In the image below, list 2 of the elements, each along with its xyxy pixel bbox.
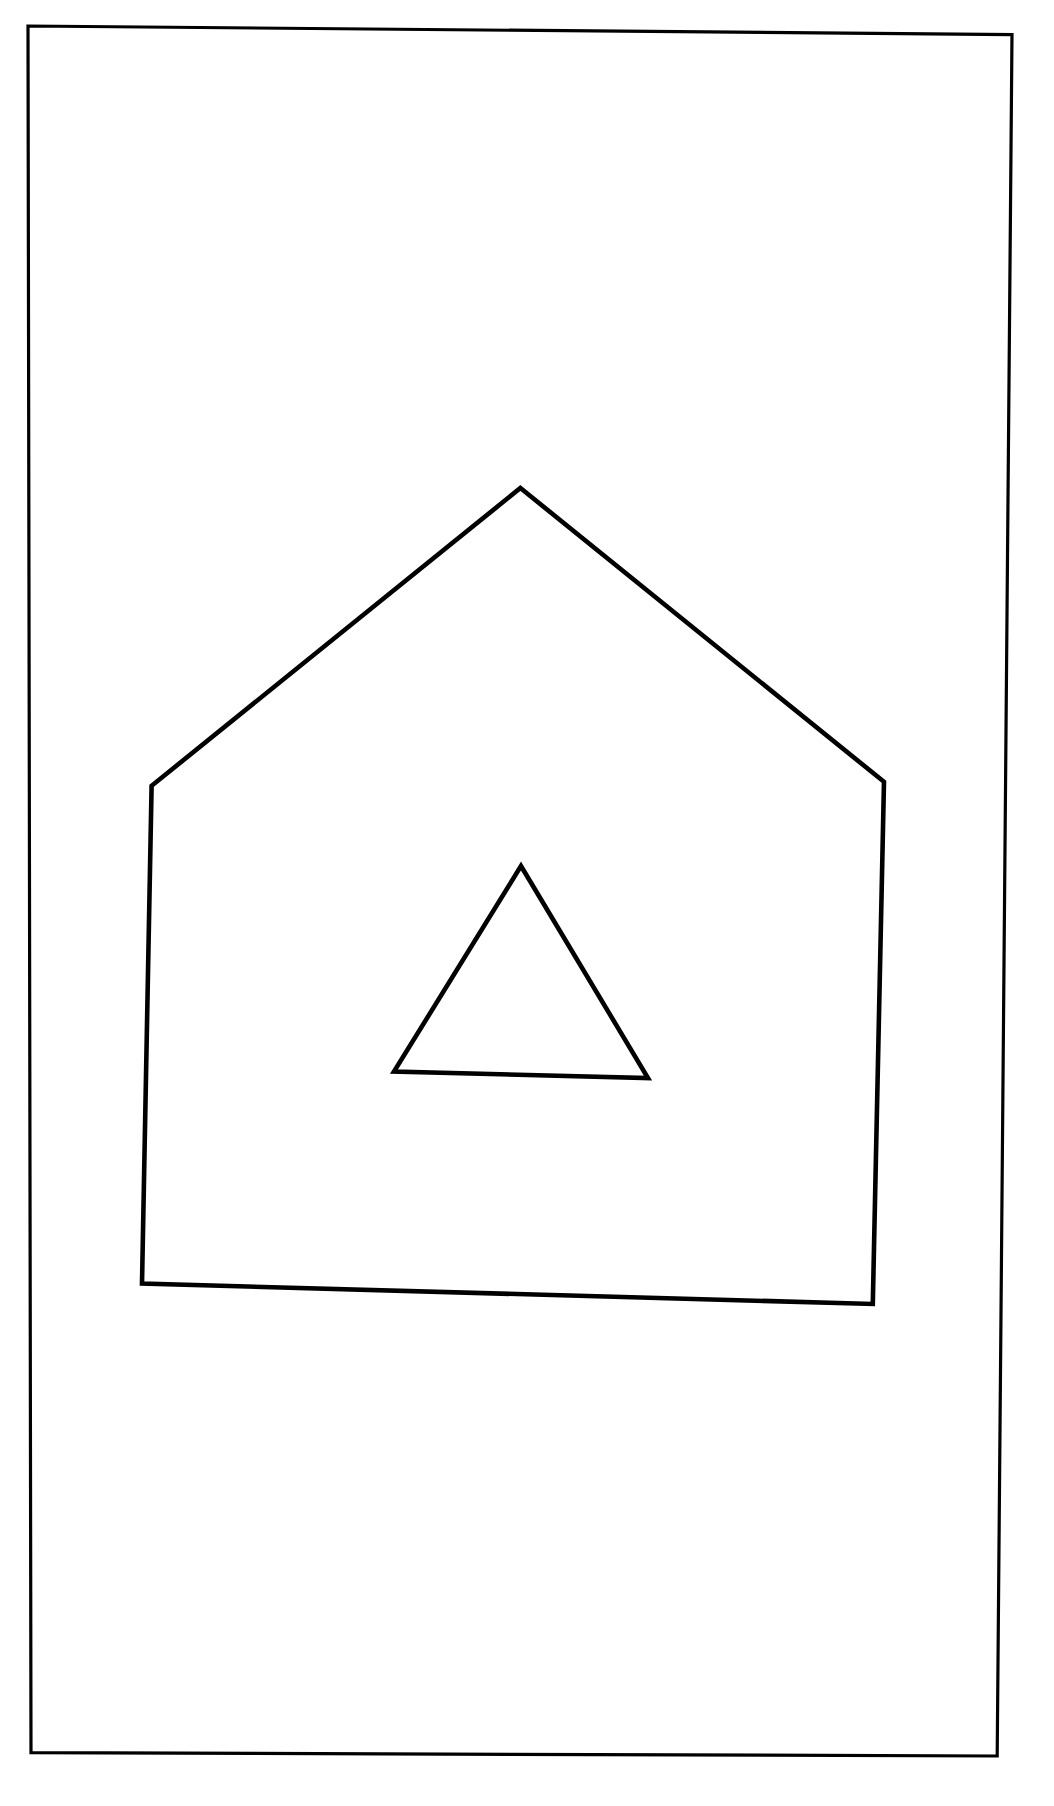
frame-rectangle [26,24,1014,1758]
house-outline [139,485,887,1307]
